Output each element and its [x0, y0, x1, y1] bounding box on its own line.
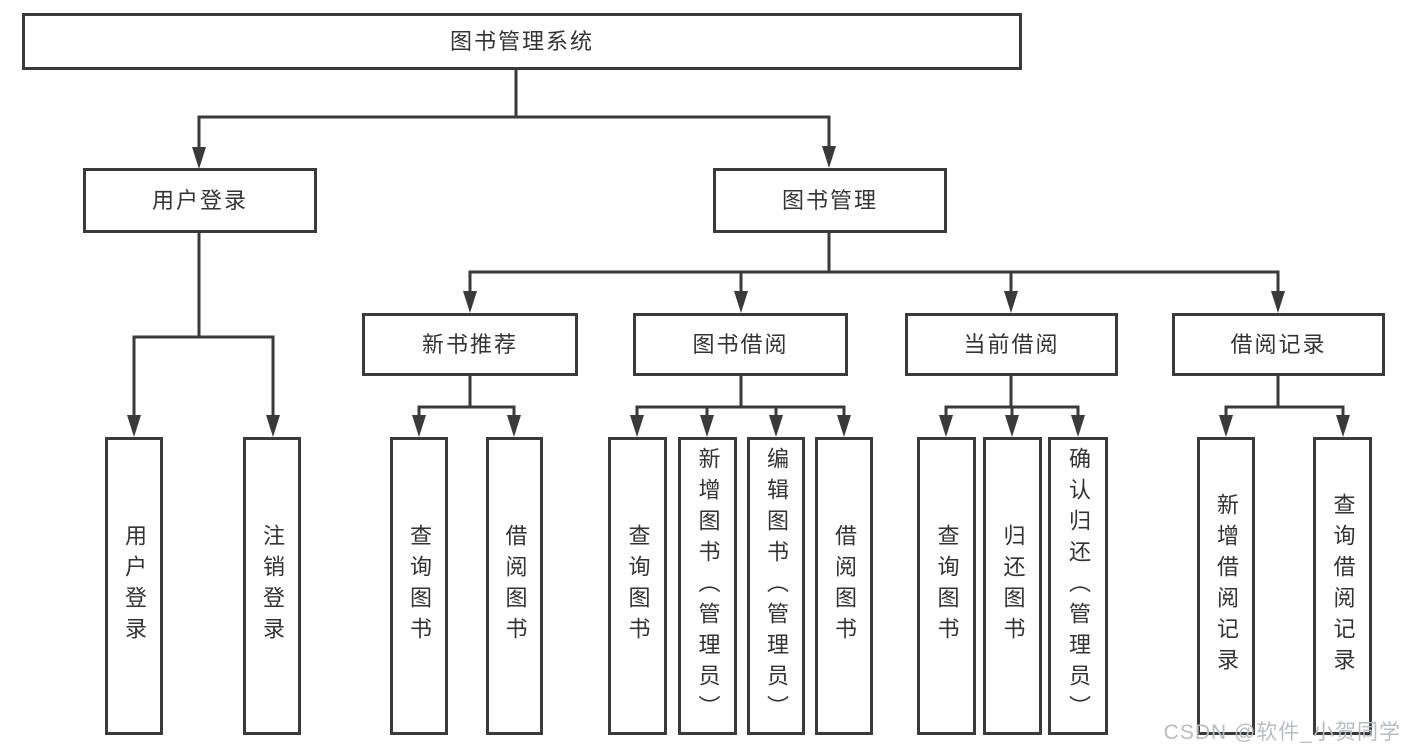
- node-root: 图书管理系统: [22, 13, 1022, 70]
- leaf-current-confirm-return-admin: 确认归还（管理员）: [1048, 437, 1108, 735]
- leaf-records-add-record: 新增借阅记录: [1197, 437, 1255, 735]
- leaf-newbooks-borrow-book: 借阅图书: [486, 437, 543, 735]
- leaf-newbooks-query-book: 查询图书: [390, 437, 448, 735]
- node-current-borrowing: 当前借阅: [905, 313, 1118, 376]
- leaf-borrowing-edit-book-admin: 编辑图书（管理员）: [747, 437, 805, 735]
- node-user-login-branch: 用户登录: [83, 168, 317, 233]
- leaf-user-logout: 注销登录: [243, 437, 301, 735]
- csdn-watermark: CSDN @软件_小贺同学: [1163, 721, 1401, 744]
- arrowheads: [127, 146, 1350, 437]
- leaf-records-query-record: 查询借阅记录: [1313, 437, 1372, 735]
- leaf-borrowing-borrow-book: 借阅图书: [815, 437, 873, 735]
- leaf-current-query-book: 查询图书: [917, 437, 976, 735]
- leaf-current-return-book: 归还图书: [983, 437, 1042, 735]
- leaf-borrowing-query-book: 查询图书: [608, 437, 667, 735]
- leaf-borrowing-add-book-admin: 新增图书（管理员）: [678, 437, 737, 735]
- leaf-user-login: 用户登录: [105, 437, 163, 735]
- node-book-management-branch: 图书管理: [713, 168, 947, 233]
- node-borrowing-records: 借阅记录: [1172, 313, 1385, 376]
- node-book-borrowing: 图书借阅: [633, 313, 848, 376]
- node-new-book-recommend: 新书推荐: [362, 313, 578, 376]
